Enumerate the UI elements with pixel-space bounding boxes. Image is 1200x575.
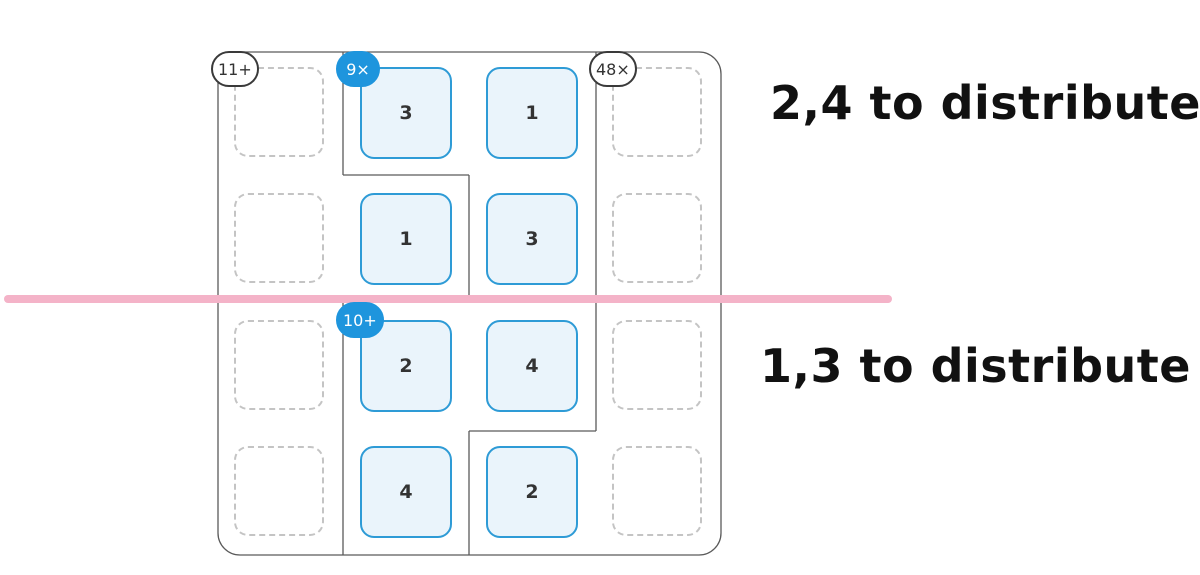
cell-value: 4 — [525, 355, 539, 377]
cell-value: 3 — [399, 102, 413, 124]
cage-clue-badge: 11+ — [211, 51, 259, 87]
cell-value: 4 — [399, 481, 413, 503]
cell-value: 2 — [399, 355, 413, 377]
grid-cell-empty[interactable] — [234, 193, 324, 283]
cage-borders — [217, 51, 722, 556]
grid-cell-filled[interactable]: 3 — [360, 67, 452, 159]
grid-cell-filled[interactable]: 1 — [360, 193, 452, 285]
grid-cell-empty[interactable] — [612, 67, 702, 157]
grid-cell-empty[interactable] — [234, 446, 324, 536]
grid-cell-filled[interactable]: 3 — [486, 193, 578, 285]
cell-value: 2 — [525, 481, 539, 503]
cage-clue-badge: 48× — [589, 51, 637, 87]
cell-value: 3 — [525, 228, 539, 250]
grid-cell-filled[interactable]: 1 — [486, 67, 578, 159]
annotation-top: 2,4 to distribute — [770, 76, 1200, 130]
cell-value: 1 — [525, 102, 539, 124]
grid-cell-filled[interactable]: 2 — [486, 446, 578, 538]
grid-cell-filled[interactable]: 4 — [486, 320, 578, 412]
cell-value: 1 — [399, 228, 413, 250]
grid-cell-empty[interactable] — [612, 320, 702, 410]
grid-cell-filled[interactable]: 4 — [360, 446, 452, 538]
cage-clue-badge: 10+ — [336, 302, 384, 338]
annotation-bottom: 1,3 to distribute — [760, 339, 1191, 393]
grid-cell-empty[interactable] — [612, 193, 702, 283]
grid-cell-empty[interactable] — [234, 67, 324, 157]
grid-cell-empty[interactable] — [234, 320, 324, 410]
grid-cell-empty[interactable] — [612, 446, 702, 536]
cage-clue-badge: 9× — [336, 51, 380, 87]
